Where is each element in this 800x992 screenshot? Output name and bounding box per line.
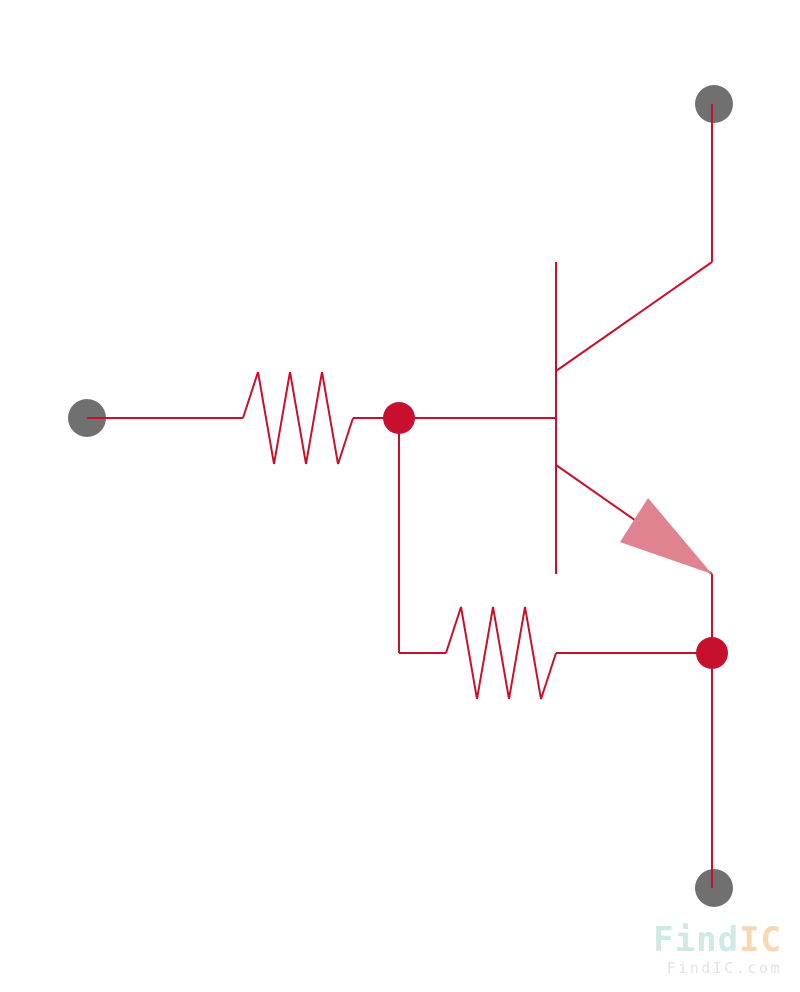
emitter-arrow-icon (620, 498, 712, 574)
ground-terminal (695, 869, 733, 907)
base-junction (383, 402, 415, 434)
watermark: FindIC FindIC.com (653, 923, 782, 976)
base-emitter-resistor-r2 (445, 606, 557, 700)
emitter-junction (696, 637, 728, 669)
collector-leg (555, 261, 713, 372)
watermark-logo: FindIC (653, 923, 782, 957)
collector-terminal (695, 85, 733, 123)
watermark-logo-ic: IC (739, 920, 782, 960)
watermark-url: FindIC.com (666, 959, 782, 977)
input-resistor-r1 (242, 371, 354, 465)
watermark-logo-find: Find (653, 920, 740, 960)
